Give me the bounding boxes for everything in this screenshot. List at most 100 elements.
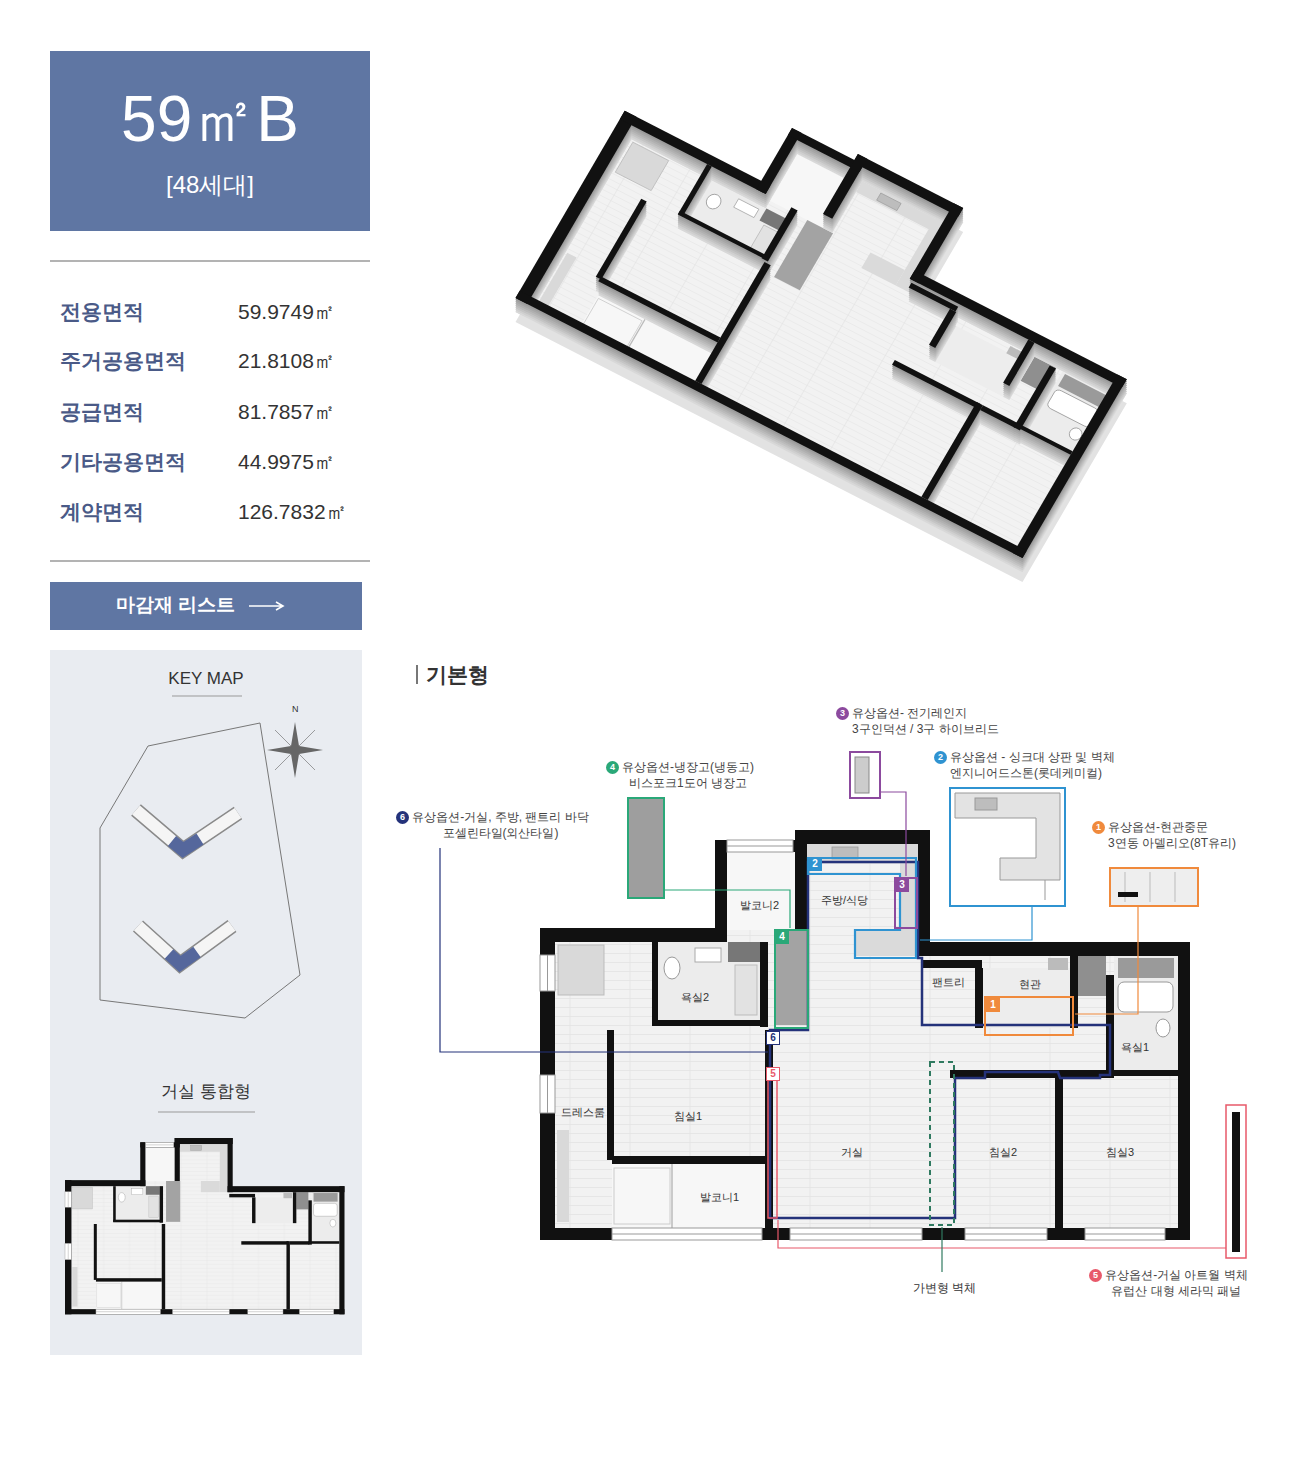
room-label: 침실2	[989, 1145, 1017, 1159]
leader-line	[440, 792, 1226, 1272]
option-number: 5	[1089, 1269, 1102, 1282]
type-header-box: 59㎡B [48세대]	[50, 51, 370, 231]
arrow-icon	[249, 602, 283, 610]
building-block	[172, 839, 200, 850]
building-block	[136, 810, 238, 964]
option-text: 유상옵션-거실 아트월 벽체 유럽산 대형 세라믹 패널	[1104, 1268, 1249, 1299]
room-label: 거실	[841, 1145, 863, 1159]
panel-heading: KEY MAP	[50, 668, 362, 690]
area-value: 59.9749㎡	[238, 298, 335, 325]
compass-symbol	[267, 722, 323, 778]
option-image	[855, 757, 869, 793]
plan-marker: 6	[766, 1031, 780, 1045]
option-number: 4	[606, 761, 619, 774]
floor-plan	[555, 844, 1178, 1228]
finish-list-button: 마감재 리스트	[50, 582, 362, 630]
heading-bar	[416, 665, 418, 684]
rule-line	[50, 560, 370, 562]
option-image	[950, 788, 1065, 906]
room-label: 발코니2	[740, 898, 779, 912]
area-value: 126.7832㎡	[238, 498, 347, 525]
building-block	[138, 926, 232, 964]
area-label: 전용면적	[60, 298, 144, 325]
option-image	[1118, 892, 1138, 897]
area-value: 44.9975㎡	[238, 448, 335, 475]
key-map-art	[50, 650, 362, 1355]
option-image	[975, 798, 997, 810]
panel-heading: 거실 통합형	[50, 1081, 362, 1103]
iso-render	[516, 52, 1167, 582]
leader-line	[920, 906, 1032, 940]
key-map-panel: KEY MAP 거실 통합형	[50, 650, 362, 1355]
mini-plan	[65, 1138, 345, 1314]
building-block	[136, 810, 238, 850]
section-heading: 기본형	[426, 661, 489, 688]
option-text: 유상옵션- 전기레인지 3구인덕션 / 3구 하이브리드	[852, 706, 1001, 737]
room-label: 침실3	[1106, 1145, 1134, 1159]
option-number: 1	[1092, 821, 1105, 834]
callout-text: 가변형 벽체	[913, 1281, 976, 1297]
option-outline	[808, 858, 916, 958]
option-image	[850, 752, 880, 798]
leader-line	[941, 1227, 942, 1272]
title-underline	[158, 696, 255, 1112]
area-label: 공급면적	[60, 398, 144, 425]
room-label: 욕실2	[681, 990, 709, 1004]
option-image	[955, 793, 1060, 880]
option-number: 2	[934, 751, 947, 764]
option-outline	[895, 878, 917, 928]
room-label: 발코니1	[700, 1190, 739, 1204]
title-underline	[172, 696, 242, 697]
compass-letter: N	[292, 704, 299, 716]
leader-line	[664, 890, 790, 928]
area-value: 21.8108㎡	[238, 347, 335, 374]
option-text: 유상옵션-현관중문 3연동 아델리오(8T유리)	[1108, 820, 1239, 851]
option-image	[628, 798, 664, 898]
option-text: 유상옵션 - 싱크대 상판 및 벽체 엔지니어드스톤(롯데케미컬)	[950, 750, 1117, 781]
option-number: 6	[396, 811, 409, 824]
option-outline	[930, 1062, 954, 1225]
title-underline	[158, 1112, 255, 1113]
leader-line	[778, 1220, 1226, 1248]
option-number: 3	[836, 707, 849, 720]
room-label: 욕실1	[1121, 1040, 1149, 1054]
option-text: 유상옵션-냉장고(냉동고) 비스포크1도어 냉장고	[621, 760, 755, 791]
room-label: 팬트리	[932, 975, 965, 989]
option-image	[628, 752, 1246, 1258]
option-outline	[768, 1068, 777, 1218]
button-text: 마감재 리스트	[116, 593, 235, 618]
arrow-icon	[249, 601, 285, 611]
building-block	[169, 952, 197, 964]
iso-render	[516, 54, 1167, 560]
plan-marker: 3	[895, 878, 909, 892]
option-text: 유상옵션-거실, 주방, 팬트리 바닥 포셀린타일(외산타일)	[411, 810, 590, 841]
household-count: [48세대]	[50, 169, 370, 200]
room-label: 침실1	[674, 1109, 702, 1123]
plan-marker: 4	[775, 930, 789, 944]
area-label: 계약면적	[60, 498, 144, 525]
option-image	[1232, 1112, 1240, 1252]
compass-symbol	[267, 722, 323, 778]
option-image	[1110, 868, 1198, 906]
option-outline	[770, 862, 1110, 1218]
iso-render	[516, 54, 1167, 560]
mini-plan	[65, 1142, 334, 1314]
option-image	[1125, 872, 1175, 902]
leader-line	[1075, 906, 1138, 1014]
iso-render	[516, 52, 1167, 558]
room-label: 주방/식당	[821, 893, 868, 907]
rule-line	[50, 260, 370, 262]
floor-plan	[540, 840, 1165, 1240]
unit-type: 59㎡B	[50, 78, 370, 161]
building-block	[138, 926, 232, 964]
option-outline	[768, 858, 1110, 1225]
area-label: 주거공용면적	[60, 347, 186, 374]
plan-marker: 2	[808, 857, 822, 871]
area-label: 기타공용면적	[60, 448, 186, 475]
option-outline	[985, 997, 1073, 1035]
plan-marker: 1	[986, 998, 1000, 1012]
area-value: 81.7857㎡	[238, 398, 335, 425]
mini-plan	[65, 1138, 345, 1314]
mini-plan	[71, 1144, 339, 1309]
